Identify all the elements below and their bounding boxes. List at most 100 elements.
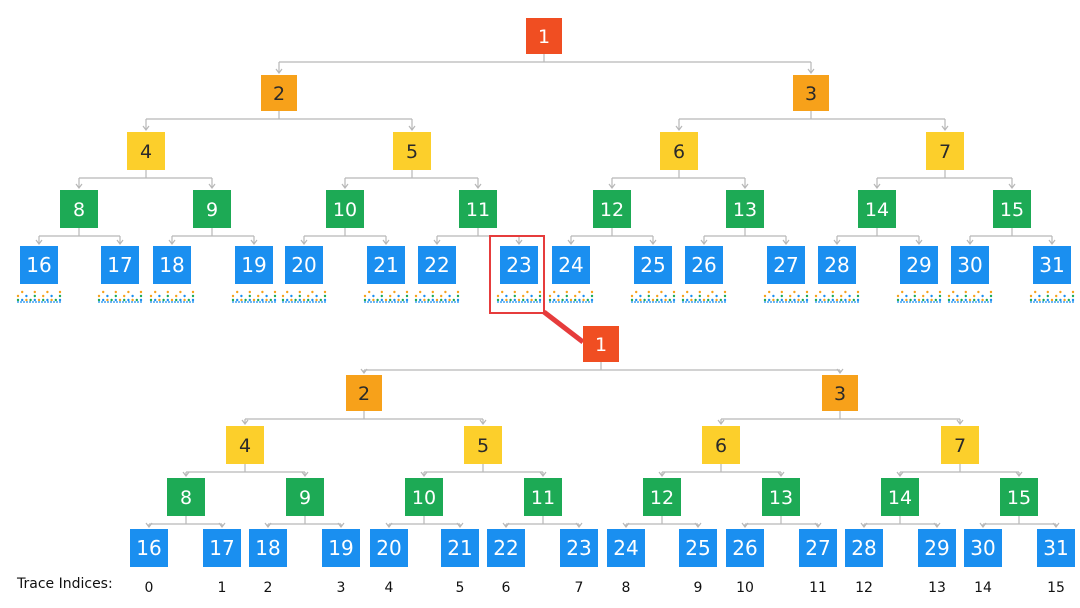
top-tree-edges <box>35 54 1056 245</box>
leaf-dot <box>307 294 310 298</box>
top-node-box <box>101 246 139 284</box>
leaf-dot <box>548 294 552 298</box>
bottom-node-15: 15 <box>1000 478 1038 516</box>
leaf-dot <box>127 290 130 294</box>
bottom-edge-arrow-4-1 <box>301 471 309 477</box>
leaf-dot <box>989 294 993 298</box>
leaf-dot <box>281 298 285 302</box>
bottom-node-label: 20 <box>376 536 401 560</box>
leaf-dot <box>672 298 676 302</box>
leaf-dot <box>393 298 396 302</box>
leaf-dot <box>42 298 45 302</box>
top-node-20: 20 <box>281 246 327 303</box>
leaf-dot <box>1071 298 1075 302</box>
leaf-dot <box>452 298 455 302</box>
top-node-label: 24 <box>558 253 583 277</box>
top-node-box <box>418 246 456 284</box>
leaf-dot <box>158 298 161 302</box>
leaf-dot <box>175 294 178 298</box>
leaf-dot <box>968 298 972 302</box>
leaf-dot <box>261 298 264 302</box>
leaf-dot <box>668 298 671 302</box>
leaf-dot <box>586 298 589 302</box>
leaf-dot <box>522 298 525 302</box>
bottom-node-10: 10 <box>405 478 443 516</box>
top-node-label: 28 <box>824 253 849 277</box>
top-node-label: 30 <box>957 253 982 277</box>
leaf-dot <box>831 294 834 298</box>
top-node-box <box>285 246 323 284</box>
leaf-dot <box>805 290 809 294</box>
bottom-edge-arrow-8-1 <box>218 522 226 528</box>
leaf-dot <box>110 298 113 302</box>
leaf-dot <box>686 290 689 294</box>
leaf-dot <box>323 290 327 294</box>
leaf-dot <box>135 298 138 302</box>
top-node-label: 6 <box>673 141 685 163</box>
leaf-dot <box>569 298 573 302</box>
leaf-dot <box>290 294 293 298</box>
top-node-box <box>926 132 964 170</box>
top-edge-15 <box>969 228 1053 244</box>
bottom-node-box <box>881 478 919 516</box>
trace-index-13: 13 <box>928 580 946 596</box>
trace-index-0: 0 <box>145 580 154 596</box>
leaf-dot <box>856 298 860 302</box>
leaf-dot <box>960 298 963 302</box>
bottom-node-label: 14 <box>888 487 912 509</box>
leaf-dot <box>244 298 247 302</box>
top-leaf-dots <box>414 290 460 303</box>
top-edge-arrow-14-0 <box>833 239 841 245</box>
leaf-dot <box>913 298 916 302</box>
leaf-dot <box>25 294 28 298</box>
bottom-node-label: 4 <box>239 435 251 457</box>
top-node-label: 29 <box>906 253 931 277</box>
bottom-node-3: 3 <box>822 375 858 411</box>
leaf-dot <box>372 294 375 298</box>
top-edge-10 <box>303 228 387 244</box>
leaf-dot <box>149 298 153 302</box>
leaf-dot <box>793 298 796 302</box>
leaf-dot <box>719 298 722 302</box>
leaf-dot <box>294 298 297 302</box>
leaf-dot <box>934 298 937 302</box>
leaf-dot <box>397 298 400 302</box>
top-edge-arrow-7-0 <box>873 183 881 189</box>
leaf-dot <box>269 298 272 302</box>
bottom-edge-6 <box>661 464 782 476</box>
top-edge-6 <box>611 170 746 188</box>
top-edge-arrow-6-0 <box>608 183 616 189</box>
leaf-dot <box>517 298 521 302</box>
bottom-edge-arrow-11-1 <box>575 522 583 528</box>
leaf-dot <box>686 298 689 302</box>
bottom-edge-arrow-9-1 <box>337 522 345 528</box>
top-node-12: 12 <box>593 190 631 228</box>
leaf-dot <box>578 290 581 294</box>
leaf-dot <box>240 298 243 302</box>
leaf-dot <box>231 298 235 302</box>
bottom-node-5: 5 <box>464 426 502 464</box>
leaf-dot <box>901 298 904 302</box>
top-node-box <box>858 190 896 228</box>
leaf-dot <box>964 290 967 294</box>
top-edge-arrow-15-0 <box>966 239 974 245</box>
leaf-dot <box>647 290 650 294</box>
top-edge-arrow-3-0 <box>675 125 683 131</box>
leaf-dot <box>660 298 663 302</box>
leaf-dot <box>25 298 28 302</box>
leaf-dot <box>1034 290 1037 294</box>
leaf-dot <box>307 298 310 302</box>
top-leaf-dots <box>231 290 277 303</box>
leaf-dot <box>819 290 822 294</box>
bottom-node-31: 31 <box>1037 529 1075 567</box>
top-node-3: 3 <box>793 75 829 111</box>
top-node-label: 14 <box>865 199 889 221</box>
leaf-dot <box>281 294 285 298</box>
bottom-node-22: 22 <box>487 529 525 567</box>
top-node-label: 19 <box>241 253 266 277</box>
bottom-edge-arrow-2-0 <box>241 419 249 425</box>
bottom-edge-arrow-8-0 <box>145 522 153 528</box>
leaf-dot <box>33 298 36 302</box>
bottom-node-label: 31 <box>1043 536 1068 560</box>
leaf-dot <box>926 290 929 294</box>
